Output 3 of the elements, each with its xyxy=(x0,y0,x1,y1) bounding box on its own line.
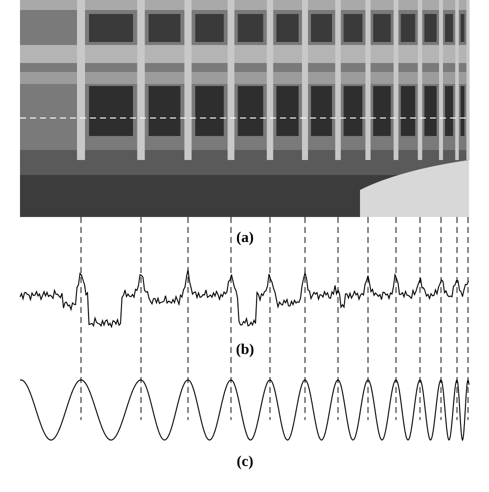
panel-label: (a) xyxy=(236,231,254,246)
panel-label: (b) xyxy=(236,343,254,358)
panel-label: (c) xyxy=(236,455,254,470)
